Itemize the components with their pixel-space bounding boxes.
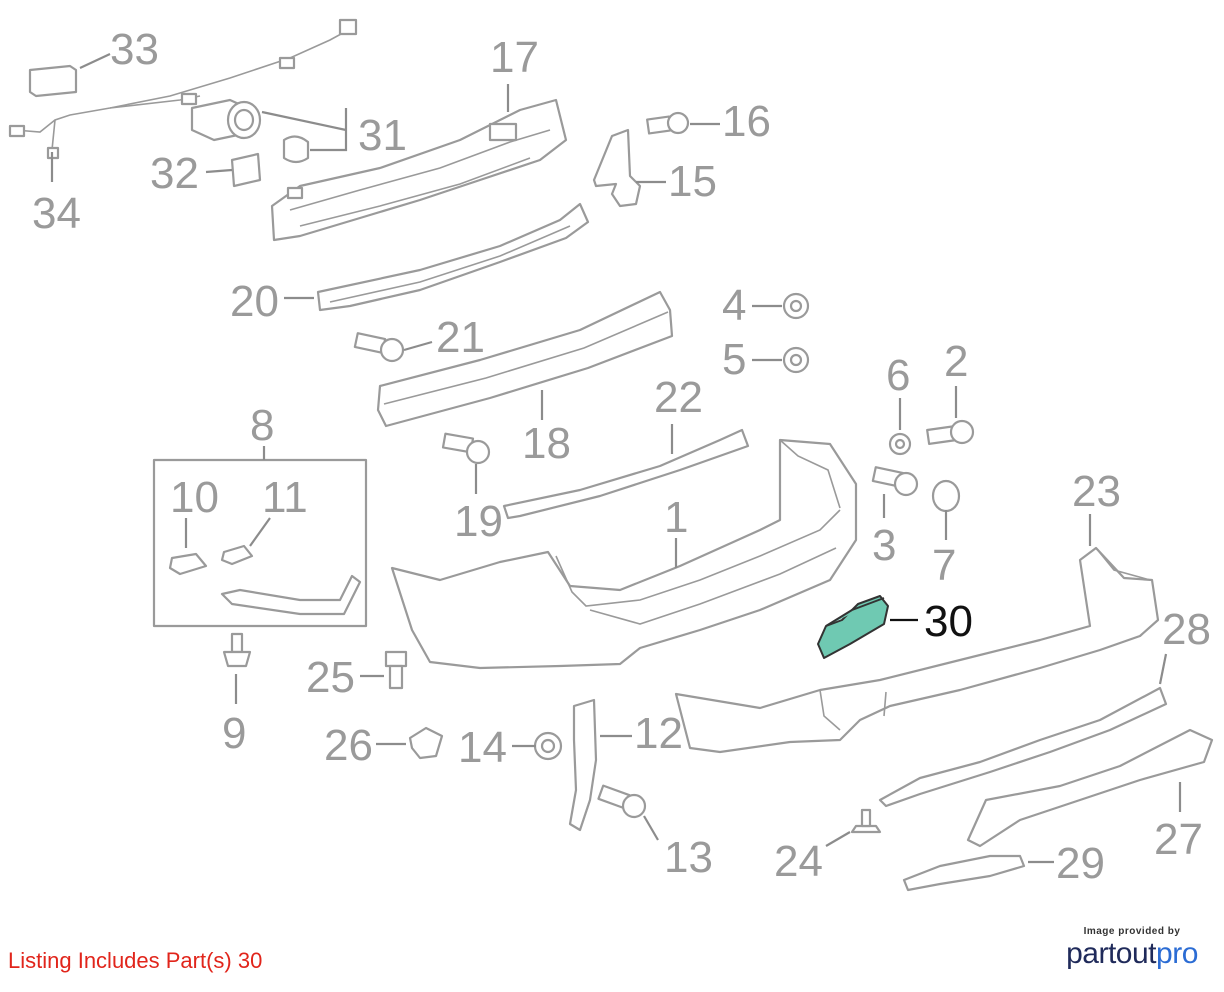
callout-13: 13 xyxy=(664,833,713,882)
grommet-5-part xyxy=(782,346,810,374)
clip-9-part xyxy=(222,632,252,668)
callout-2: 2 xyxy=(944,337,968,386)
callout-5: 5 xyxy=(722,335,746,384)
parking-sensor-part xyxy=(190,98,310,164)
callout-6: 6 xyxy=(886,351,910,400)
reinforcement-bar-part xyxy=(316,202,590,312)
callout-30-highlighted: 30 xyxy=(924,597,973,646)
callout-20: 20 xyxy=(230,277,279,326)
callout-14: 14 xyxy=(458,723,507,772)
callout-8: 8 xyxy=(250,401,274,450)
callout-1: 1 xyxy=(664,493,688,542)
bolt-3-part xyxy=(871,466,919,497)
skid-plate-27-part xyxy=(966,728,1214,848)
callout-4: 4 xyxy=(722,281,746,330)
push-pin-24-part xyxy=(850,808,882,834)
callout-16: 16 xyxy=(722,97,771,146)
reflector-strip-29-part xyxy=(902,854,1026,892)
callout-3: 3 xyxy=(872,521,896,570)
brand-accent: pro xyxy=(1156,937,1198,970)
callout-10: 10 xyxy=(170,473,219,522)
callout-17: 17 xyxy=(490,33,539,82)
bolt-21-part xyxy=(353,332,405,363)
energy-absorber-part xyxy=(270,98,568,242)
highlighted-bracket-30-part xyxy=(817,595,889,659)
wiring-harness-part xyxy=(8,18,358,160)
brand-main: partout xyxy=(1066,937,1157,970)
grommet-4-part xyxy=(782,292,810,320)
bolt-16-part xyxy=(646,111,690,135)
bolt-2-part xyxy=(926,419,975,445)
bumper-cover-part xyxy=(390,438,858,670)
lower-valance-23-part xyxy=(674,546,1160,754)
clip-26-part xyxy=(408,726,444,760)
bolt-13-part xyxy=(597,784,647,819)
callout-25: 25 xyxy=(306,653,355,702)
washer-6-part xyxy=(888,432,912,456)
grommet-14-part xyxy=(533,731,563,761)
callout-27: 27 xyxy=(1154,815,1203,864)
bolt-19-part xyxy=(441,432,491,465)
part-group-8 xyxy=(152,458,368,628)
listing-note: Listing Includes Part(s) 30 xyxy=(8,948,263,973)
callout-12: 12 xyxy=(634,709,683,758)
image-credit: Image provided by partoutpro xyxy=(1052,926,1212,971)
callout-numbers: 33 34 31 32 17 16 15 20 21 18 19 22 4 5 … xyxy=(32,25,1211,888)
callout-31: 31 xyxy=(358,111,407,160)
callout-29: 29 xyxy=(1056,839,1105,888)
callout-19: 19 xyxy=(454,497,503,546)
callout-11: 11 xyxy=(262,473,308,522)
callout-18: 18 xyxy=(522,419,571,468)
callout-21: 21 xyxy=(436,313,485,362)
leader-lines xyxy=(50,53,1182,864)
side-bracket-12-part xyxy=(568,698,598,832)
bracket-15-part xyxy=(592,128,642,208)
callout-9: 9 xyxy=(222,709,246,758)
callout-24: 24 xyxy=(774,837,823,886)
sensor-pad-part xyxy=(230,152,262,188)
callout-26: 26 xyxy=(324,721,373,770)
callout-28: 28 xyxy=(1162,605,1211,654)
callout-23: 23 xyxy=(1072,467,1121,516)
upper-trim-part xyxy=(502,428,750,520)
bolt-25-part xyxy=(384,650,408,690)
impact-bar-part xyxy=(376,290,674,428)
lower-trim-28-part xyxy=(878,686,1168,808)
credit-line: Image provided by xyxy=(1083,926,1181,937)
cap-7-part xyxy=(931,479,961,513)
callout-34: 34 xyxy=(32,189,81,238)
callout-32: 32 xyxy=(150,149,199,198)
brand-logo: partoutpro xyxy=(1052,937,1212,971)
callout-7: 7 xyxy=(932,541,956,590)
callout-15: 15 xyxy=(668,157,717,206)
callout-33: 33 xyxy=(110,25,159,74)
callout-22: 22 xyxy=(654,373,703,422)
